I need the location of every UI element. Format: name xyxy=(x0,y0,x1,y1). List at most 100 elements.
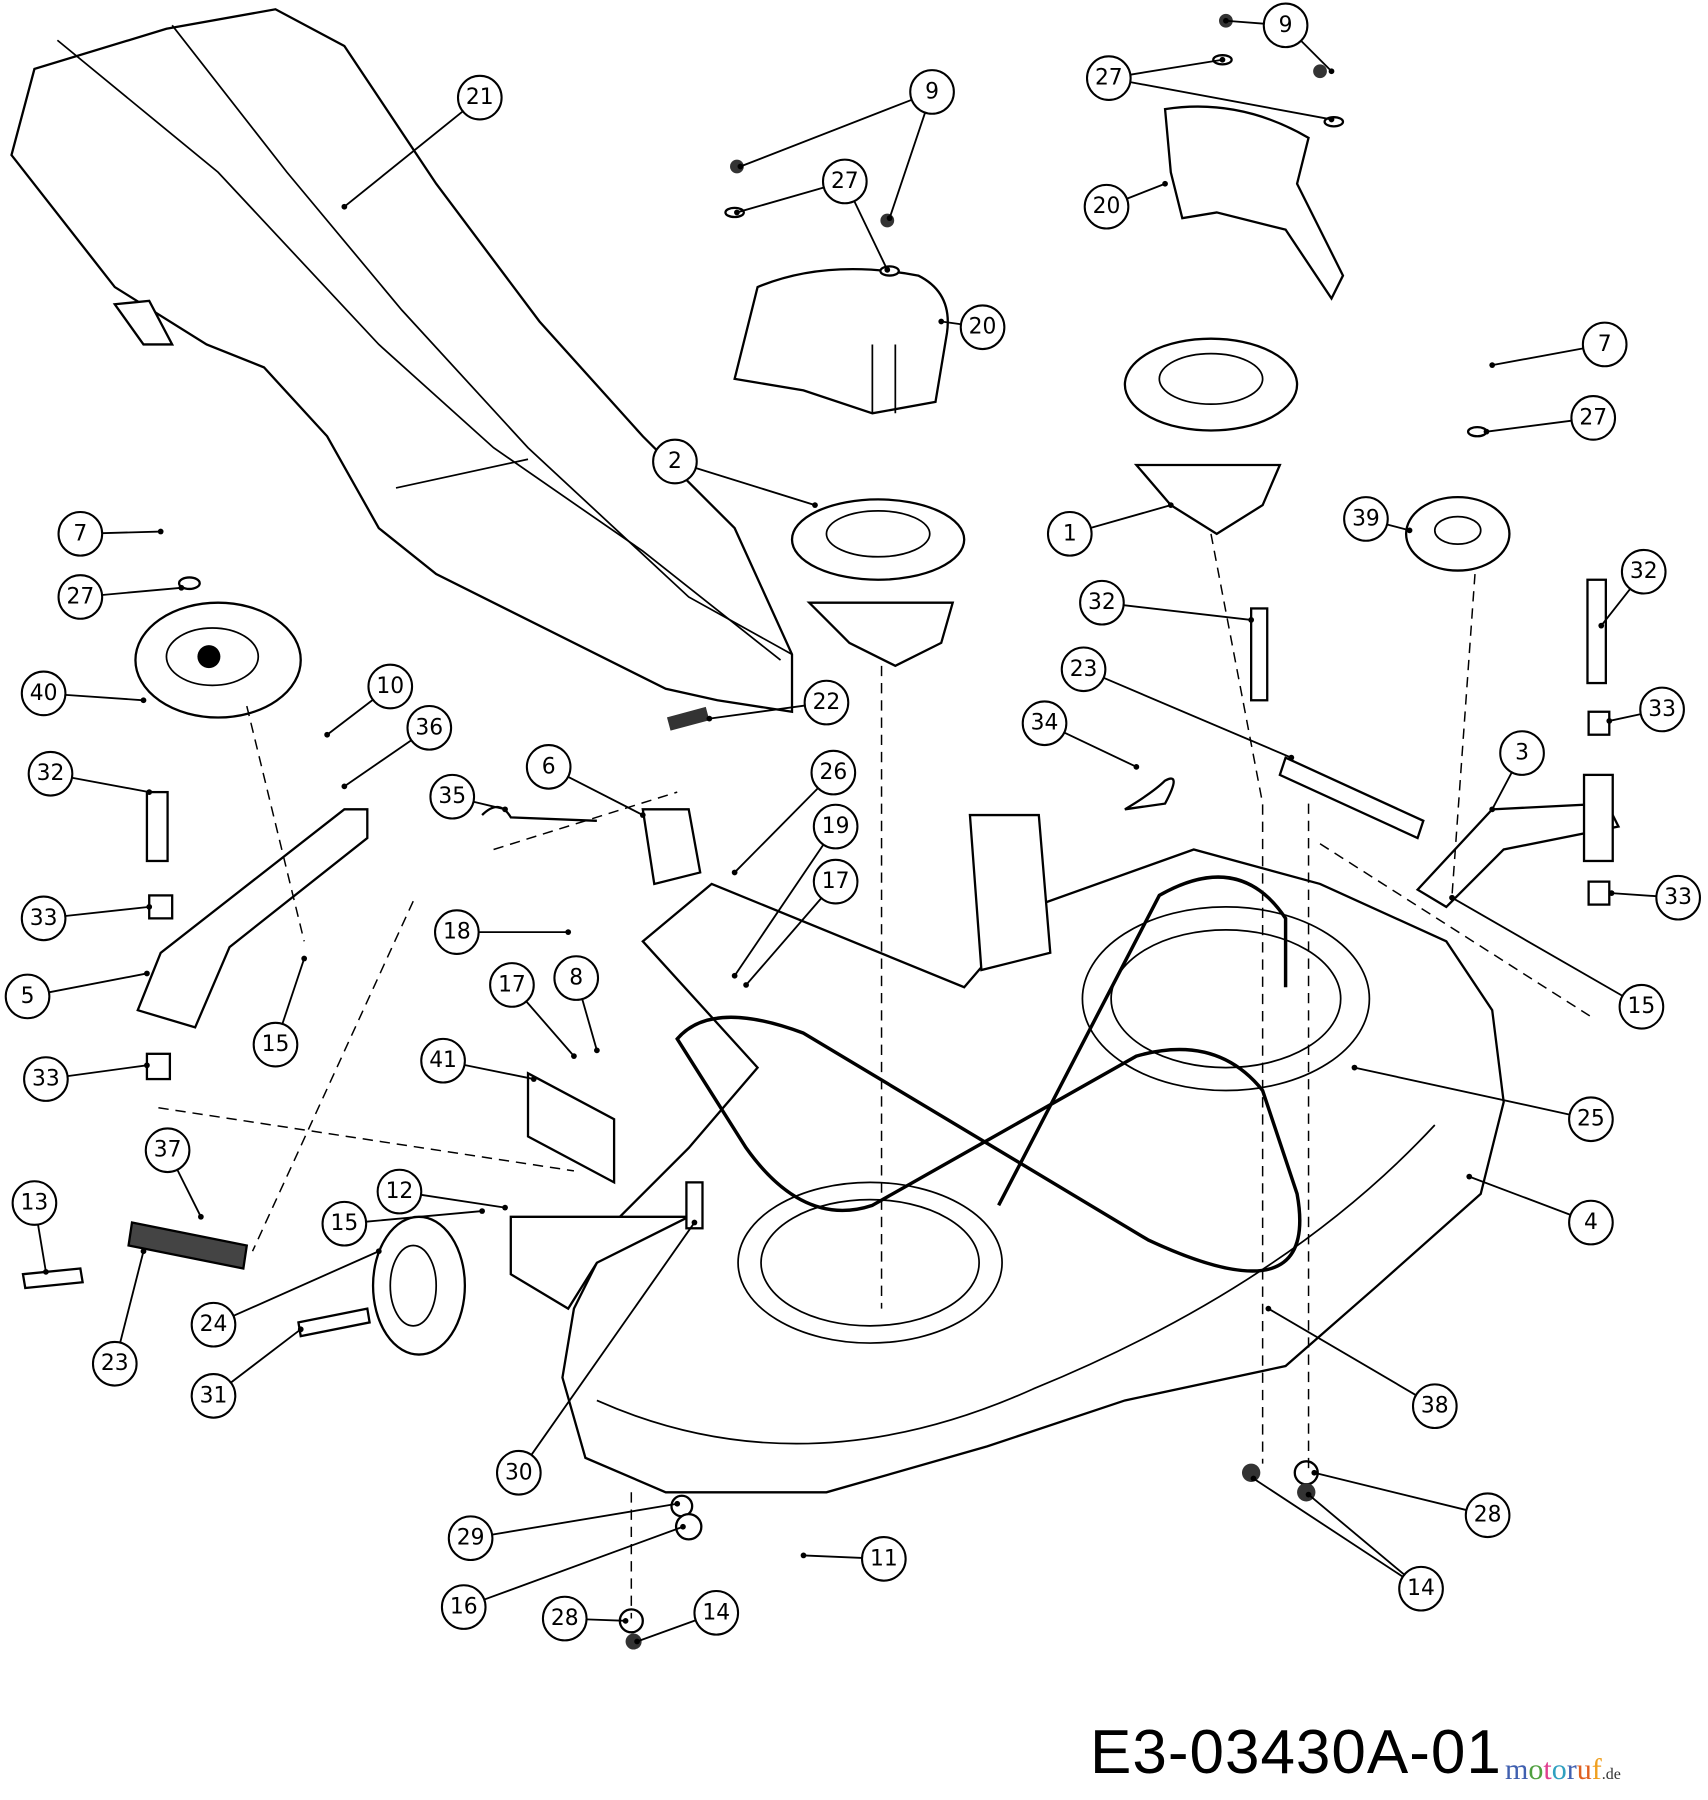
leader-arrow-tip xyxy=(1305,1491,1312,1498)
callout-number: 33 xyxy=(1664,885,1692,910)
callout-part-33: 33 xyxy=(20,895,67,942)
callout-part-19: 19 xyxy=(812,803,859,850)
callout-part-34: 34 xyxy=(1021,700,1068,747)
callout-number: 4 xyxy=(1584,1210,1598,1235)
leader-arrow-tip xyxy=(1406,527,1413,534)
callout-part-40: 40 xyxy=(20,670,67,717)
callout-part-7: 7 xyxy=(57,510,104,557)
leader-arrow-tip xyxy=(198,1213,204,1220)
leader-line xyxy=(1126,182,1166,200)
leader-arrow-tip xyxy=(1328,116,1335,123)
leader-line xyxy=(65,693,144,702)
callout-number: 25 xyxy=(1577,1107,1605,1132)
callout-number: 5 xyxy=(21,984,35,1009)
callout-part-15: 15 xyxy=(1618,983,1665,1030)
callout-number: 24 xyxy=(200,1312,228,1337)
callout-number: 26 xyxy=(819,760,847,785)
callout-part-27: 27 xyxy=(57,574,104,620)
callout-number: 34 xyxy=(1031,711,1059,736)
leader-line xyxy=(1451,896,1623,997)
leader-arrow-tip xyxy=(1219,56,1226,63)
callout-number: 27 xyxy=(66,584,94,609)
callout-number: 9 xyxy=(1279,13,1293,38)
leader-arrow-tip xyxy=(1223,17,1229,24)
leader-line xyxy=(1491,771,1513,810)
callout-part-20: 20 xyxy=(1083,183,1130,230)
leader-line xyxy=(636,1619,697,1643)
callout-number: 2 xyxy=(668,449,682,474)
leader-line xyxy=(525,1000,575,1057)
callout-part-35: 35 xyxy=(429,773,476,820)
callout-part-22: 22 xyxy=(803,679,850,726)
callout-part-38: 38 xyxy=(1411,1383,1458,1430)
leader-line xyxy=(888,112,926,219)
leader-arrow-tip xyxy=(812,502,818,509)
callout-number: 20 xyxy=(969,315,997,340)
leader-arrow-tip xyxy=(1167,502,1174,509)
callout-part-17: 17 xyxy=(812,858,859,905)
leader-arrow-tip xyxy=(140,697,147,704)
leader-line xyxy=(365,1210,483,1223)
callout-number: 35 xyxy=(438,784,466,809)
leader-arrow-tip xyxy=(743,982,749,988)
callout-number: 17 xyxy=(498,972,526,997)
callout-number: 22 xyxy=(813,690,841,715)
leader-line xyxy=(745,897,823,986)
leader-arrow-tip xyxy=(886,215,893,222)
callout-number: 37 xyxy=(154,1138,182,1163)
callout-part-30: 30 xyxy=(495,1449,542,1496)
leader-line xyxy=(101,586,182,596)
leader-line xyxy=(1130,81,1332,121)
leader-arrow-tip xyxy=(1250,1475,1257,1482)
leader-line xyxy=(1300,40,1333,72)
callout-part-27: 27 xyxy=(1570,395,1617,441)
callout-part-9: 9 xyxy=(1262,2,1309,49)
callout-number: 28 xyxy=(551,1606,579,1631)
leader-line xyxy=(1611,892,1657,898)
leader-arrow-tip xyxy=(178,584,185,591)
baffle-plate-41 xyxy=(526,1071,616,1185)
leader-line xyxy=(1103,676,1292,759)
callout-number: 32 xyxy=(37,761,65,786)
leader-arrow-tip xyxy=(1162,180,1168,187)
leader-line xyxy=(483,1525,684,1601)
leader-line xyxy=(1486,419,1572,433)
callout-number: 7 xyxy=(1598,332,1612,357)
callout-part-28: 28 xyxy=(1464,1492,1511,1539)
callout-part-39: 39 xyxy=(1343,496,1389,542)
leader-arrow-tip xyxy=(144,970,150,977)
leader-arrow-tip xyxy=(634,1638,640,1645)
leader-arrow-tip xyxy=(731,972,738,979)
callout-number: 27 xyxy=(1579,405,1607,430)
callout-number: 41 xyxy=(429,1048,457,1073)
leader-line xyxy=(1225,19,1264,25)
callout-number: 29 xyxy=(457,1526,485,1551)
leader-arrow-tip xyxy=(1466,1173,1473,1180)
callout-number: 28 xyxy=(1474,1503,1502,1528)
drive-belt xyxy=(675,1015,1302,1273)
leader-arrow-tip xyxy=(502,1204,508,1211)
leader-line xyxy=(491,1502,678,1536)
leader-arrow-tip xyxy=(157,528,164,535)
callout-part-33: 33 xyxy=(23,1056,69,1102)
leader-arrow-tip xyxy=(680,1523,686,1530)
leader-arrow-tip xyxy=(43,1269,49,1275)
callout-number: 23 xyxy=(1070,657,1098,682)
leader-arrow-tip xyxy=(144,1062,150,1069)
callout-part-28: 28 xyxy=(541,1595,588,1642)
leader-line xyxy=(1609,713,1641,722)
leader-line xyxy=(733,844,825,977)
callout-number: 7 xyxy=(73,521,87,546)
leader-arrow-tip xyxy=(594,1047,600,1054)
leader-line xyxy=(853,200,889,271)
callout-number: 23 xyxy=(101,1351,129,1376)
leader-line xyxy=(709,704,805,720)
callout-part-17: 17 xyxy=(489,962,535,1008)
callout-number: 19 xyxy=(822,814,850,839)
leader-arrow-tip xyxy=(731,869,738,876)
idler-arm-5 xyxy=(136,808,369,1029)
leader-line xyxy=(736,186,825,214)
leader-arrow-tip xyxy=(571,1053,577,1059)
